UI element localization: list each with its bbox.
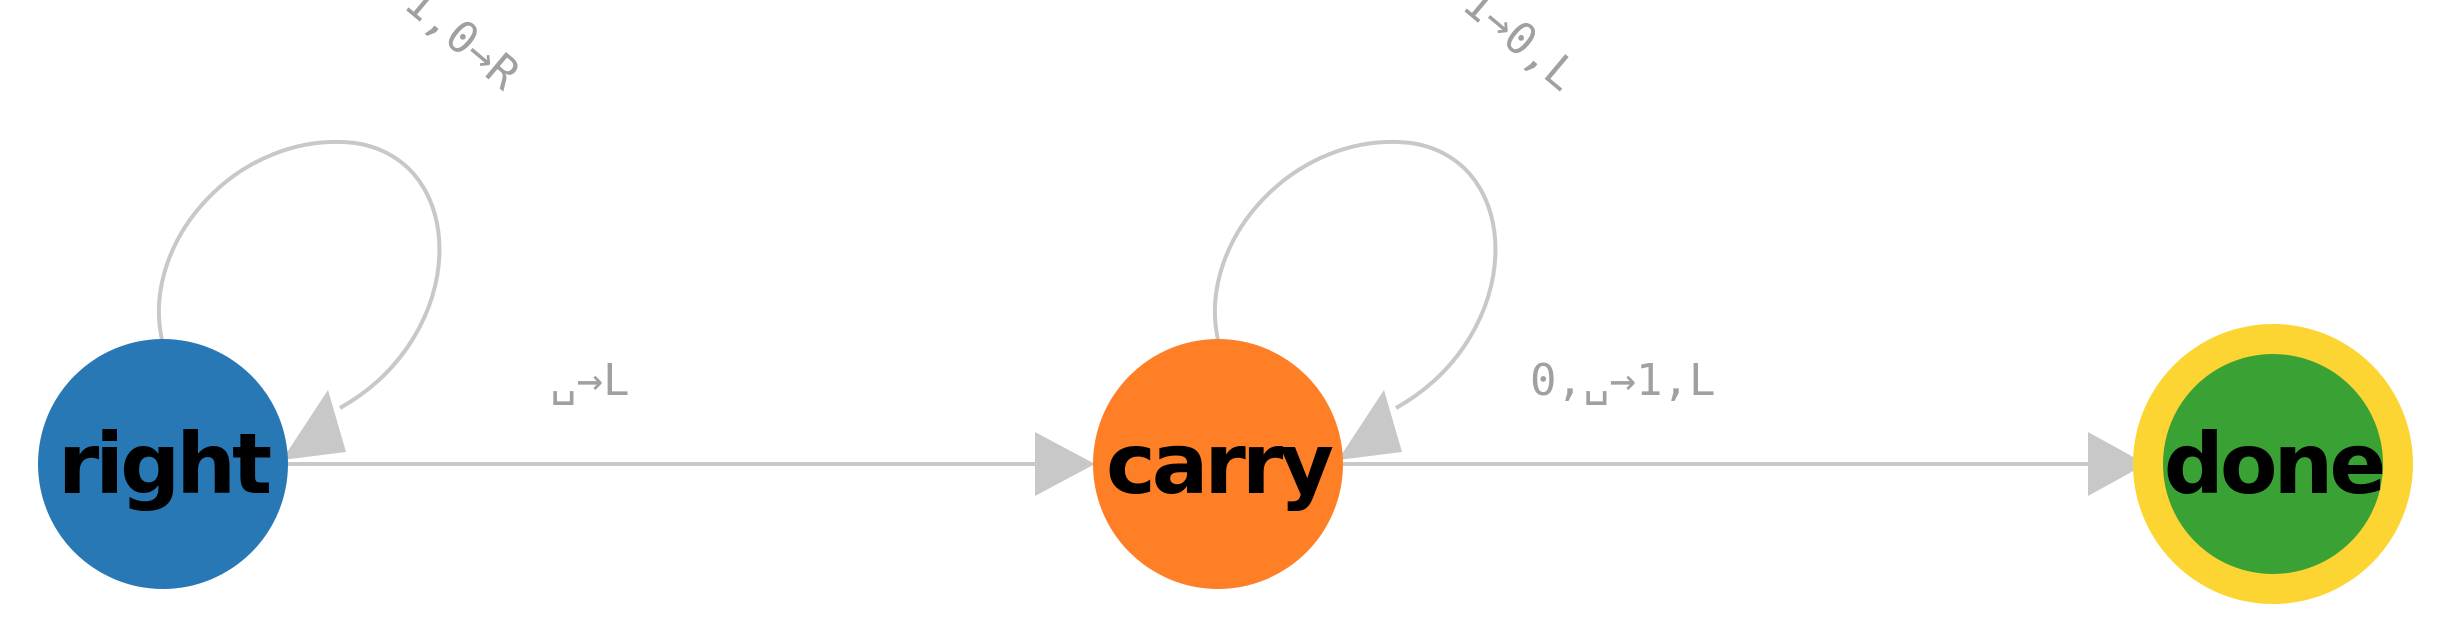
state-right-label: right <box>58 415 271 513</box>
state-right: right <box>38 339 288 589</box>
edge-right-loop <box>156 139 442 410</box>
arrowhead-right-loop <box>282 390 346 460</box>
edge-label-carry-to-done: 0,␣→1,L <box>1530 355 1715 406</box>
edge-label-right-to-carry: ␣→L <box>550 355 629 406</box>
arrowhead-right-to-carry <box>1035 432 1095 496</box>
edge-label-right-loop: 1,0→R <box>395 0 530 100</box>
state-carry-label: carry <box>1106 415 1333 513</box>
state-carry-circle <box>1093 339 1343 589</box>
state-done: done <box>2133 324 2413 604</box>
transition-carry-to-done: 0,␣→1,L <box>1340 355 2146 496</box>
edge-carry-loop <box>1212 139 1498 410</box>
arrowhead-carry-to-done <box>2088 432 2146 496</box>
transition-right-to-carry: ␣→L <box>285 355 1095 496</box>
state-carry: carry <box>1093 339 1343 589</box>
edge-label-carry-loop: 1→0,L <box>1453 0 1587 101</box>
state-done-circle <box>2163 354 2383 574</box>
arrowhead-carry-loop <box>1338 390 1402 460</box>
state-done-label: done <box>2164 415 2383 513</box>
state-right-circle <box>38 339 288 589</box>
